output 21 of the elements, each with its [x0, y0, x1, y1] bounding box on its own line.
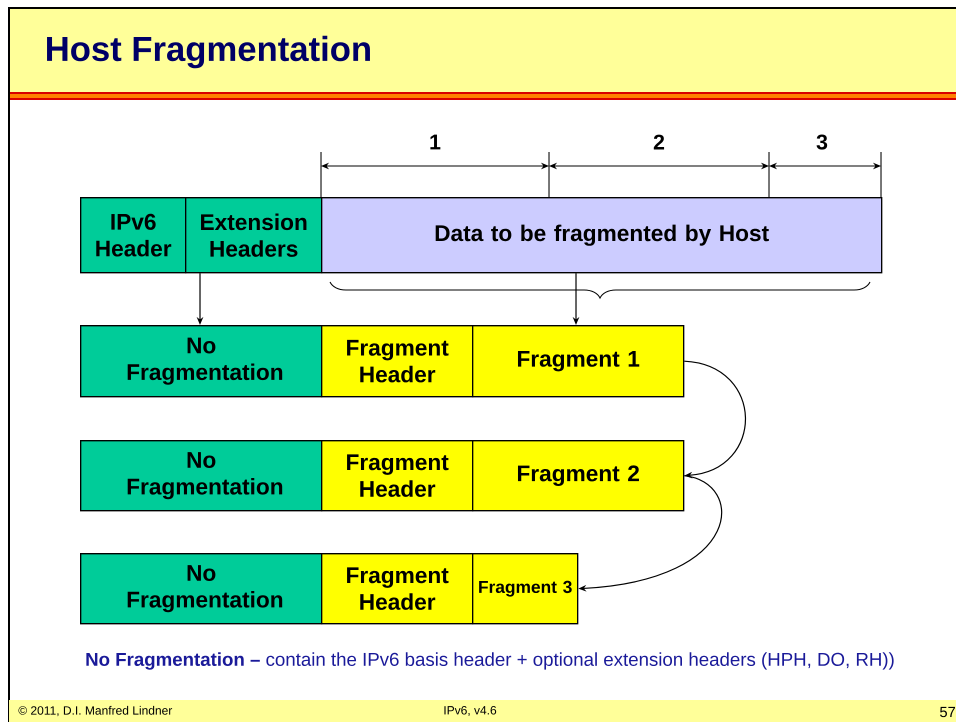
- dimension-label: 3: [816, 134, 828, 150]
- dimension-label: 2: [654, 134, 664, 150]
- field-box: No Fragmentation: [80, 325, 322, 398]
- field-box: Fragment 2: [472, 440, 684, 512]
- field-box: Fragment Header: [321, 553, 474, 624]
- dimension-label: 1: [430, 134, 440, 150]
- field-box: Fragment 1: [472, 325, 684, 398]
- page-number: 57: [940, 706, 955, 718]
- arrow: [684, 360, 746, 478]
- note: No Fragmentation – contain the IPv6 basis header + optional extension headers (HPH, DO, RH)): [86, 652, 894, 670]
- field-box: Fragment 3: [472, 553, 578, 624]
- field-box: IPv6 Header: [80, 197, 186, 274]
- field-box: Fragment Header: [321, 325, 474, 398]
- footer-text: © 2011, D.I. Manfred Lindner: [18, 706, 172, 716]
- field-box: Fragment Header: [321, 440, 474, 512]
- field-box: No Fragmentation: [80, 440, 322, 512]
- field-box: No Fragmentation: [80, 553, 322, 624]
- title: Host Fragmentation: [47, 36, 370, 68]
- field-box: Extension Headers: [185, 197, 322, 274]
- footer-text: IPv6, v4.6: [444, 706, 496, 716]
- field-box: Data to be fragmented by Host: [321, 197, 882, 274]
